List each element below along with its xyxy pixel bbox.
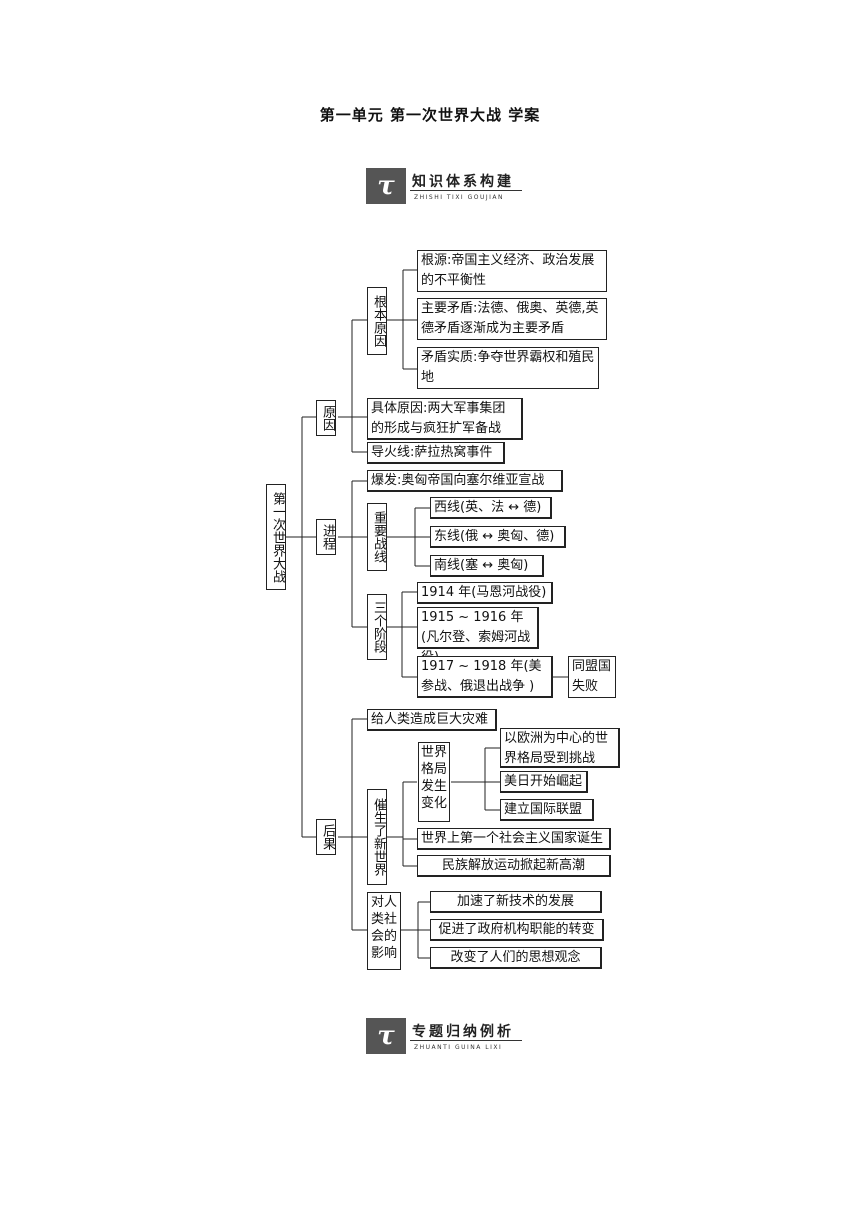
specific-cause-node: 具体原因:两大军事集团的形成与疯狂扩军备战 [367,398,523,440]
process-node: 进程 [316,519,336,555]
badge-underline [410,190,522,191]
stage-1914-item: 1914 年(马恩河战役) [417,582,553,604]
south-front-item: 南线(塞 ↔ 奥匈) [430,555,544,577]
badge-underline [410,1040,522,1041]
central-powers-defeat-node: 同盟国失败 [568,656,616,698]
ideology-change-item: 改变了人们的思想观念 [430,947,602,969]
badge-title: 知识体系构建 [412,174,514,190]
us-japan-rise-item: 美日开始崛起 [500,771,588,793]
knowledge-system-badge: τ 知识体系构建 ZHISHI TIXI GOUJIAN [366,168,526,208]
badge-logo-icon: τ [366,1018,406,1054]
outbreak-node: 爆发:奥匈帝国向塞尔维亚宣战 [367,470,563,492]
disaster-node: 给人类造成巨大灾难 [367,709,497,731]
new-world-node: 催生了新世界 [367,789,387,885]
first-socialist-state-node: 世界上第一个社会主义国家诞生 [417,828,611,850]
fronts-node: 重要战线 [367,503,387,571]
stages-node: 三个阶段 [367,594,387,660]
stage-1915-1916-item: 1915 ~ 1916 年(凡尔登、索姆河战役) [417,607,539,665]
cause-root-item: 根源:帝国主义经济、政治发展的不平衡性 [417,250,607,292]
tech-development-item: 加速了新技术的发展 [430,891,602,913]
west-front-item: 西线(英、法 ↔ 德) [430,497,552,519]
cause-node: 原因 [316,400,336,436]
badge-logo-icon: τ [366,168,406,204]
social-impact-node: 对人类社会的影响 [367,892,401,970]
badge-subtitle: ZHISHI TIXI GOUJIAN [414,194,505,201]
league-of-nations-item: 建立国际联盟 [500,799,594,821]
fundamental-cause-node: 根本原因 [367,287,387,355]
europe-centered-challenged-item: 以欧洲为中心的世界格局受到挑战 [500,728,620,768]
root-node: 第一次世界大战 [266,484,286,590]
topic-summary-badge: τ 专题归纳例析 ZHUANTI GUINA LIXI [366,1018,526,1058]
fuse-node: 导火线:萨拉热窝事件 [367,442,505,464]
badge-subtitle: ZHUANTI GUINA LIXI [414,1044,503,1051]
world-pattern-node: 世界格局发生变化 [418,742,450,822]
stage-1917-1918-item: 1917 ~ 1918 年(美参战、俄退出战争 ) [417,656,553,698]
national-liberation-node: 民族解放运动掀起新高潮 [417,855,611,877]
cause-essence-item: 矛盾实质:争夺世界霸权和殖民地 [417,347,599,389]
page-title: 第一单元 第一次世界大战 学案 [319,106,541,124]
consequence-node: 后果 [316,819,336,855]
badge-title: 专题归纳例析 [412,1024,514,1040]
east-front-item: 东线(俄 ↔ 奥匈、德) [430,526,566,548]
cause-main-contradiction-item: 主要矛盾:法德、俄奥、英德,英德矛盾逐渐成为主要矛盾 [417,298,607,340]
government-function-item: 促进了政府机构职能的转变 [430,919,604,941]
